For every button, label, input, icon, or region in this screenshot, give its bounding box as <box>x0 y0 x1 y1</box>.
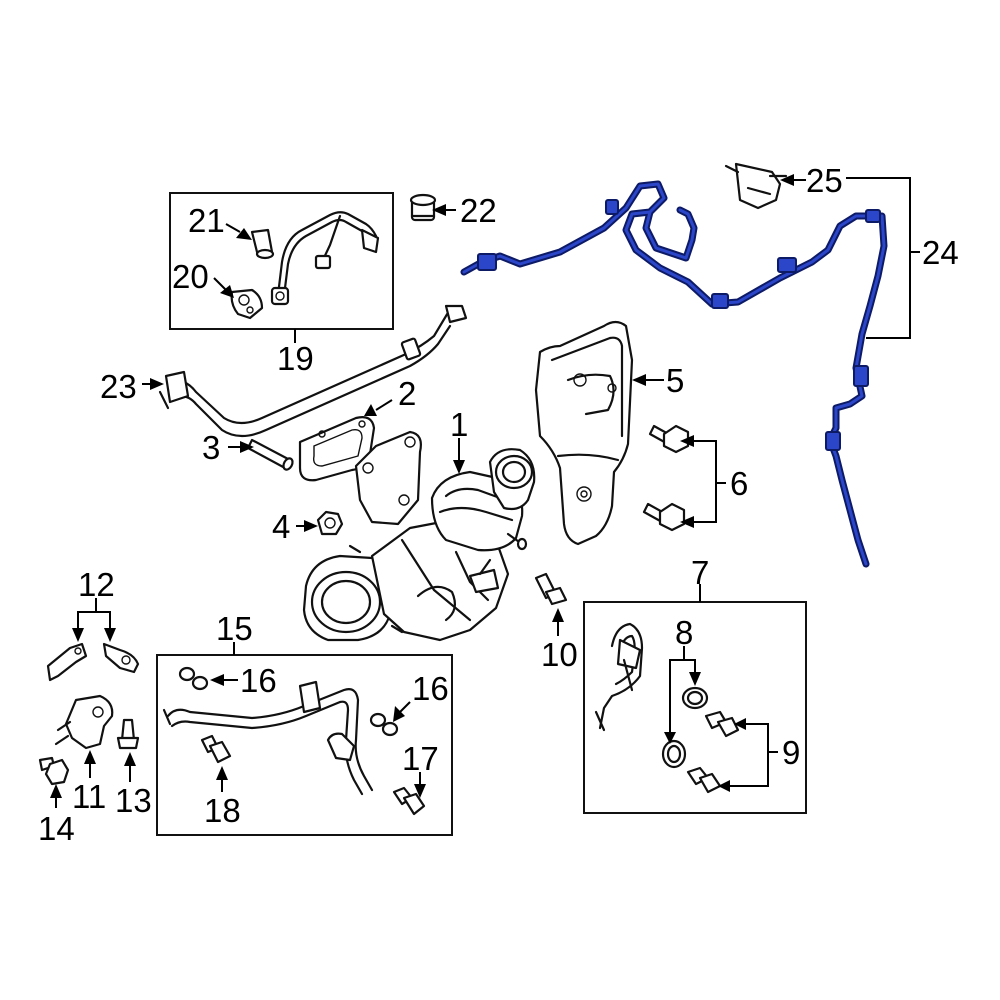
callout-10: 10 <box>541 636 578 673</box>
heat-shield-5[interactable] <box>534 320 634 546</box>
callout-3: 3 <box>202 429 220 466</box>
bolt-17[interactable] <box>392 786 426 816</box>
callout-4: 4 <box>272 508 290 545</box>
oil-feed-line-assembly[interactable] <box>270 211 380 306</box>
callout-21: 21 <box>188 202 225 239</box>
bolt-9-lower[interactable] <box>686 766 722 794</box>
o-ring-8-upper[interactable] <box>681 686 709 710</box>
callout-13: 13 <box>115 782 152 819</box>
group-box-7 <box>583 601 807 814</box>
callout-19: 19 <box>277 340 314 377</box>
callout-23: 23 <box>100 368 137 405</box>
o-ring-16-right[interactable] <box>369 712 399 737</box>
callout-5: 5 <box>666 362 684 399</box>
vacuum-harness-24[interactable] <box>460 180 888 568</box>
banjo-bolt-21[interactable] <box>250 228 275 260</box>
oil-return-line-7[interactable] <box>594 622 644 732</box>
callout-18: 18 <box>204 792 241 829</box>
callout-15: 15 <box>216 610 253 647</box>
bolt-14[interactable] <box>38 756 70 786</box>
vacuum-solenoid-25[interactable] <box>724 162 788 210</box>
bolt-6-upper[interactable] <box>648 424 690 454</box>
o-ring-16-left[interactable] <box>178 666 209 691</box>
group-box-19 <box>169 192 394 330</box>
fitting-22[interactable] <box>409 193 437 222</box>
group-box-15 <box>156 654 453 836</box>
callout-14: 14 <box>38 810 75 847</box>
callout-25: 25 <box>806 162 843 199</box>
water-line-15[interactable] <box>162 680 374 796</box>
o-ring-8-lower[interactable] <box>661 739 687 769</box>
bolt-18[interactable] <box>200 734 232 764</box>
callout-2: 2 <box>398 375 416 412</box>
callout-16-left: 16 <box>240 662 277 699</box>
stud-13[interactable] <box>116 718 140 750</box>
callout-16-right: 16 <box>412 670 449 707</box>
callout-8: 8 <box>675 614 693 651</box>
leader-lines <box>50 174 920 808</box>
callout-labels: 1 2 3 4 5 6 7 8 9 10 11 12 13 14 15 16 1… <box>38 162 959 847</box>
bracket-12-right[interactable] <box>102 642 140 674</box>
turbocharger-1[interactable] <box>302 430 536 642</box>
return-tube-23[interactable] <box>158 304 468 438</box>
bolt-9-upper[interactable] <box>704 710 740 738</box>
bracket-12-left[interactable] <box>46 642 88 682</box>
washer-20[interactable] <box>230 288 264 320</box>
bolt-6-lower[interactable] <box>642 502 686 532</box>
adapter-11[interactable] <box>54 694 114 750</box>
callout-17: 17 <box>402 740 439 777</box>
nut-4[interactable] <box>316 510 344 536</box>
callout-20: 20 <box>172 258 209 295</box>
callout-1: 1 <box>450 406 468 443</box>
callout-6: 6 <box>730 465 748 502</box>
callout-9: 9 <box>782 734 800 771</box>
callout-24: 24 <box>922 234 959 271</box>
callout-22: 22 <box>460 192 497 229</box>
callout-11: 11 <box>72 778 106 815</box>
bolt-10[interactable] <box>534 572 568 606</box>
stud-3[interactable] <box>246 438 294 471</box>
callout-12: 12 <box>78 566 115 603</box>
callout-7: 7 <box>691 554 709 591</box>
